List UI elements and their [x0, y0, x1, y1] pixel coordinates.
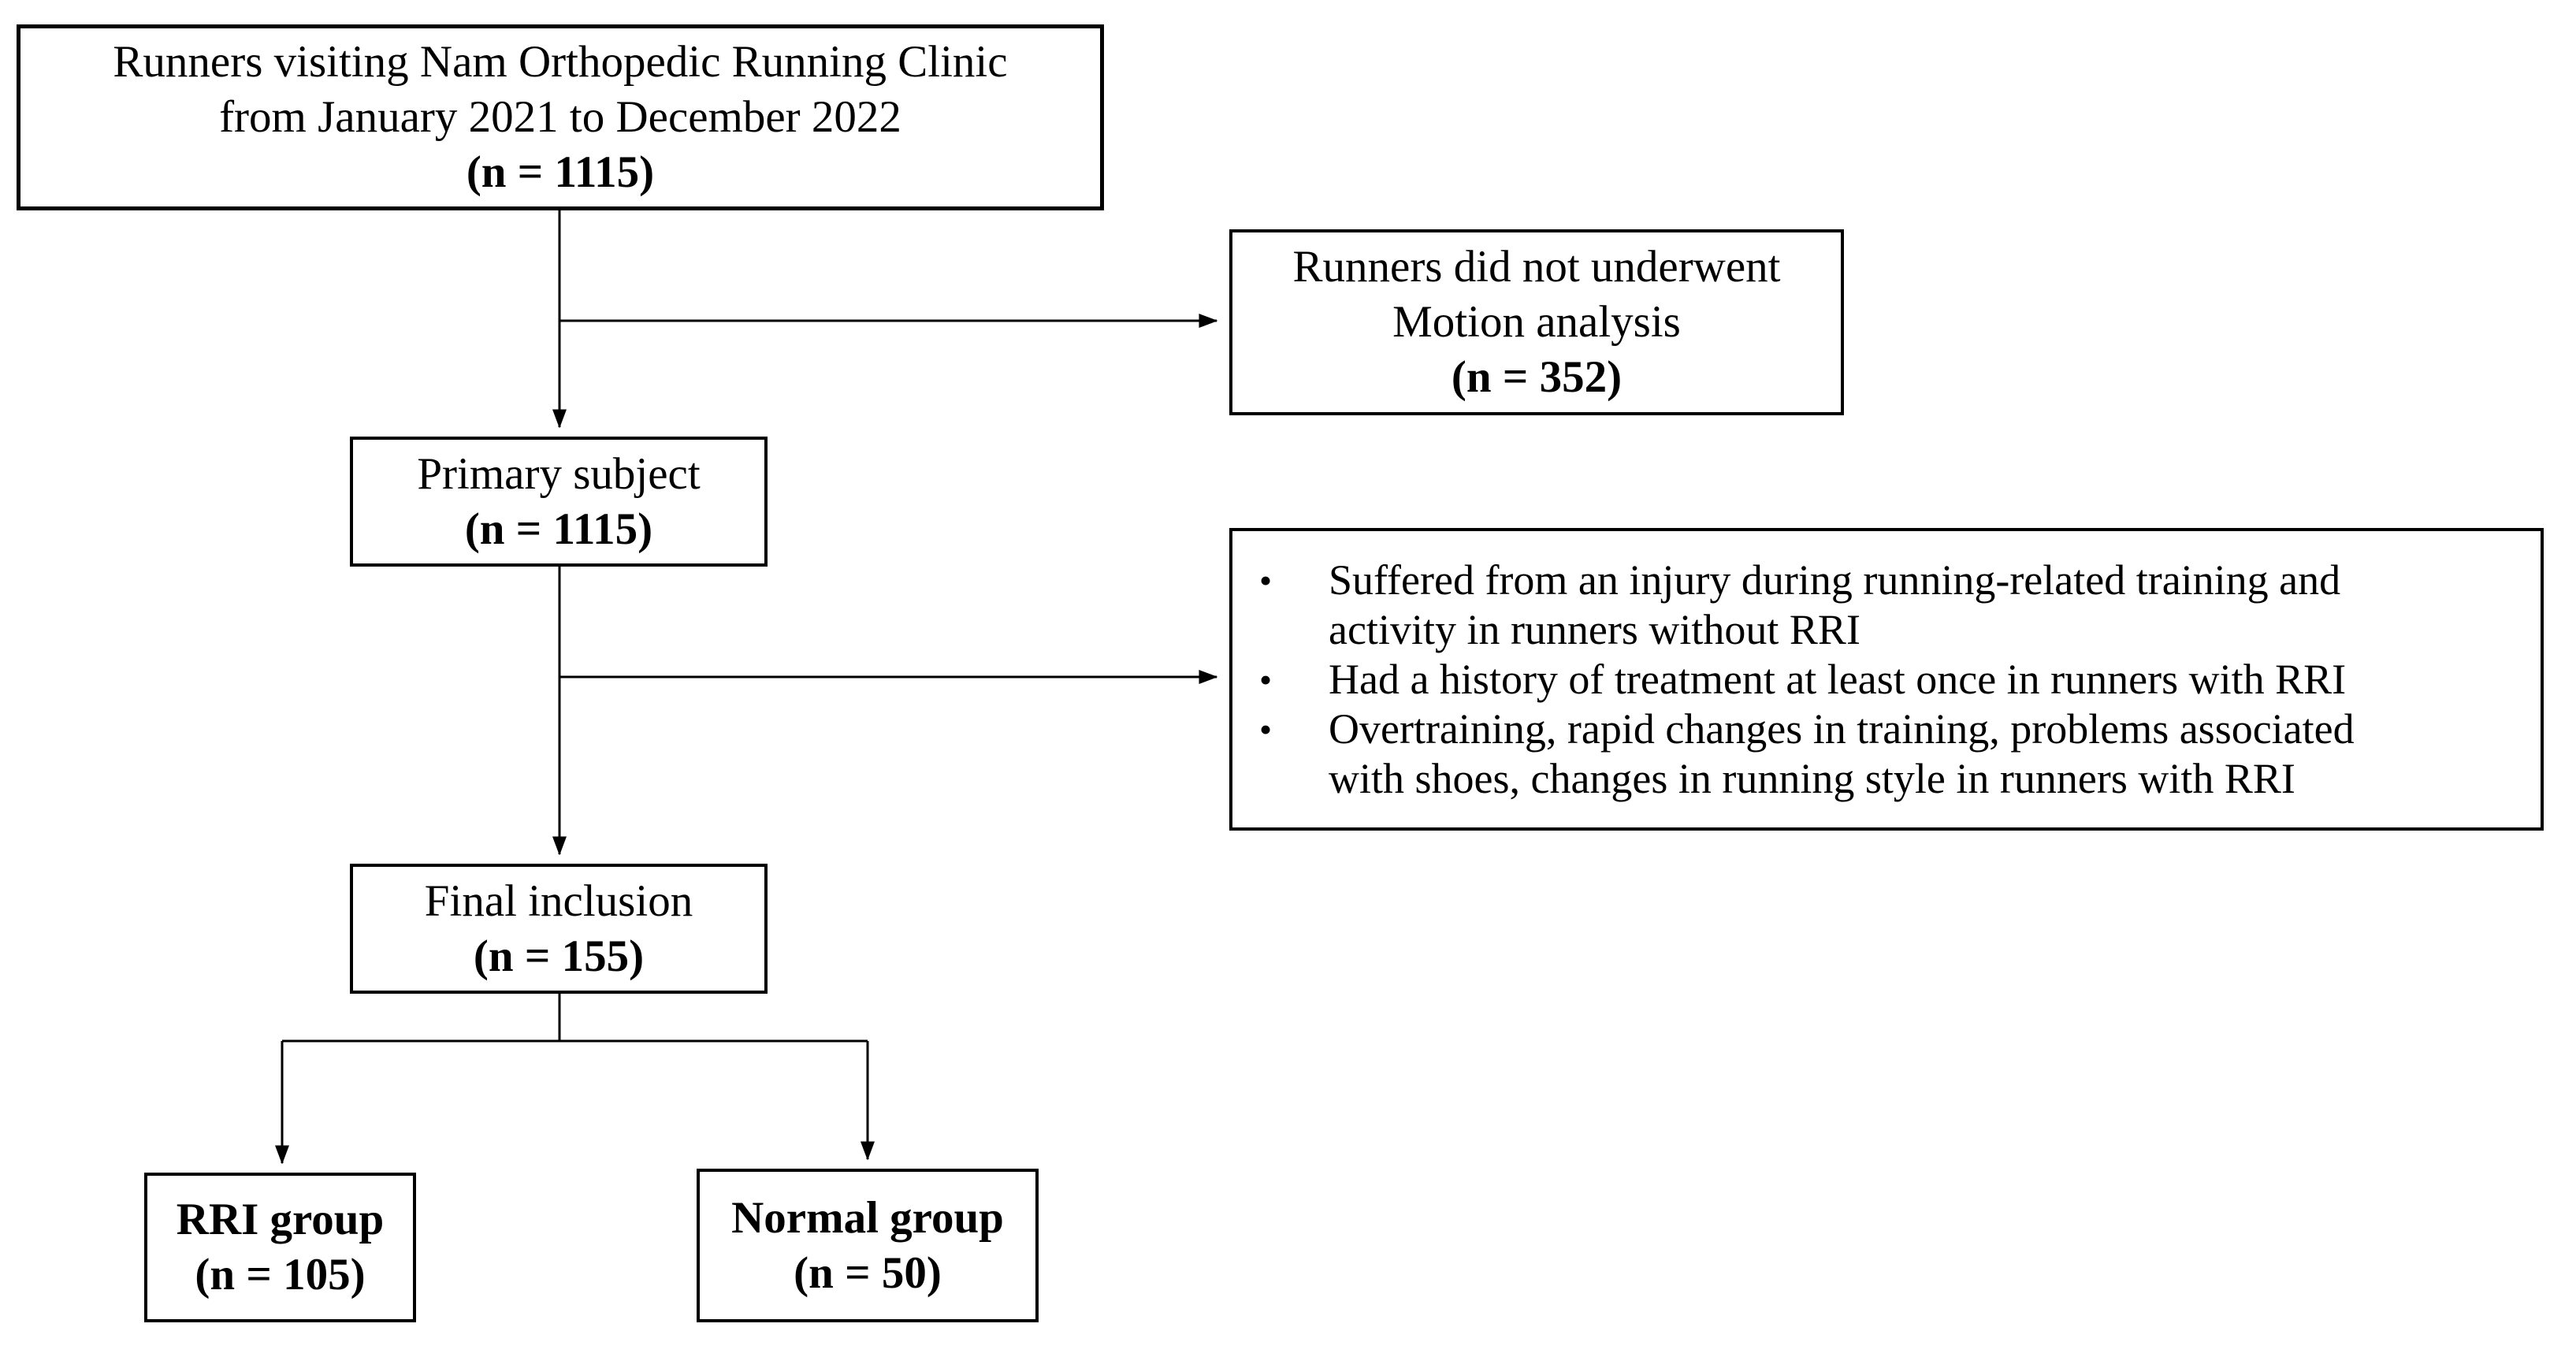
criteria-line: activity in runners without RRI [1329, 605, 1860, 653]
no-motion-line: Motion analysis [1392, 297, 1681, 347]
normal-group-line: Normal group [731, 1192, 1004, 1243]
rri-group-box: RRI group (n = 105) [144, 1173, 416, 1322]
bullet-icon: • [1259, 560, 1273, 600]
bullet-icon: • [1259, 659, 1273, 700]
exclusion-criteria-box: • Suffered from an injury during running… [1229, 528, 2544, 831]
source-count: (n = 1115) [466, 147, 655, 197]
exclusion-criteria-item: • Overtraining, rapid changes in trainin… [1232, 705, 2541, 804]
primary-subject-box: Primary subject (n = 1115) [350, 437, 768, 567]
final-inclusion-box: Final inclusion (n = 155) [350, 864, 768, 994]
criteria-line: Suffered from an injury during running-r… [1329, 556, 2341, 604]
bullet-icon: • [1259, 708, 1273, 749]
primary-subject-count: (n = 1115) [464, 504, 653, 554]
source-line: from January 2021 to December 2022 [219, 92, 901, 142]
criteria-line: with shoes, changes in running style in … [1329, 754, 2295, 802]
primary-subject-line: Primary subject [417, 448, 701, 499]
no-motion-analysis-box: Runners did not underwent Motion analysi… [1229, 229, 1844, 415]
no-motion-count: (n = 352) [1451, 352, 1623, 402]
no-motion-line: Runners did not underwent [1292, 242, 1781, 292]
exclusion-criteria-item: • Suffered from an injury during running… [1232, 556, 2541, 655]
source-line: Runners visiting Nam Orthopedic Running … [113, 37, 1008, 87]
source-box: Runners visiting Nam Orthopedic Running … [17, 24, 1104, 210]
final-inclusion-count: (n = 155) [473, 931, 645, 981]
criteria-line: Overtraining, rapid changes in training,… [1329, 705, 2355, 753]
rri-group-count: (n = 105) [195, 1250, 366, 1299]
criteria-line: Had a history of treatment at least once… [1329, 655, 2347, 703]
rri-group-line: RRI group [176, 1195, 385, 1244]
final-inclusion-line: Final inclusion [424, 876, 693, 926]
normal-group-count: (n = 50) [794, 1247, 942, 1298]
normal-group-box: Normal group (n = 50) [697, 1169, 1039, 1322]
exclusion-criteria-item: • Had a history of treatment at least on… [1232, 655, 2541, 705]
